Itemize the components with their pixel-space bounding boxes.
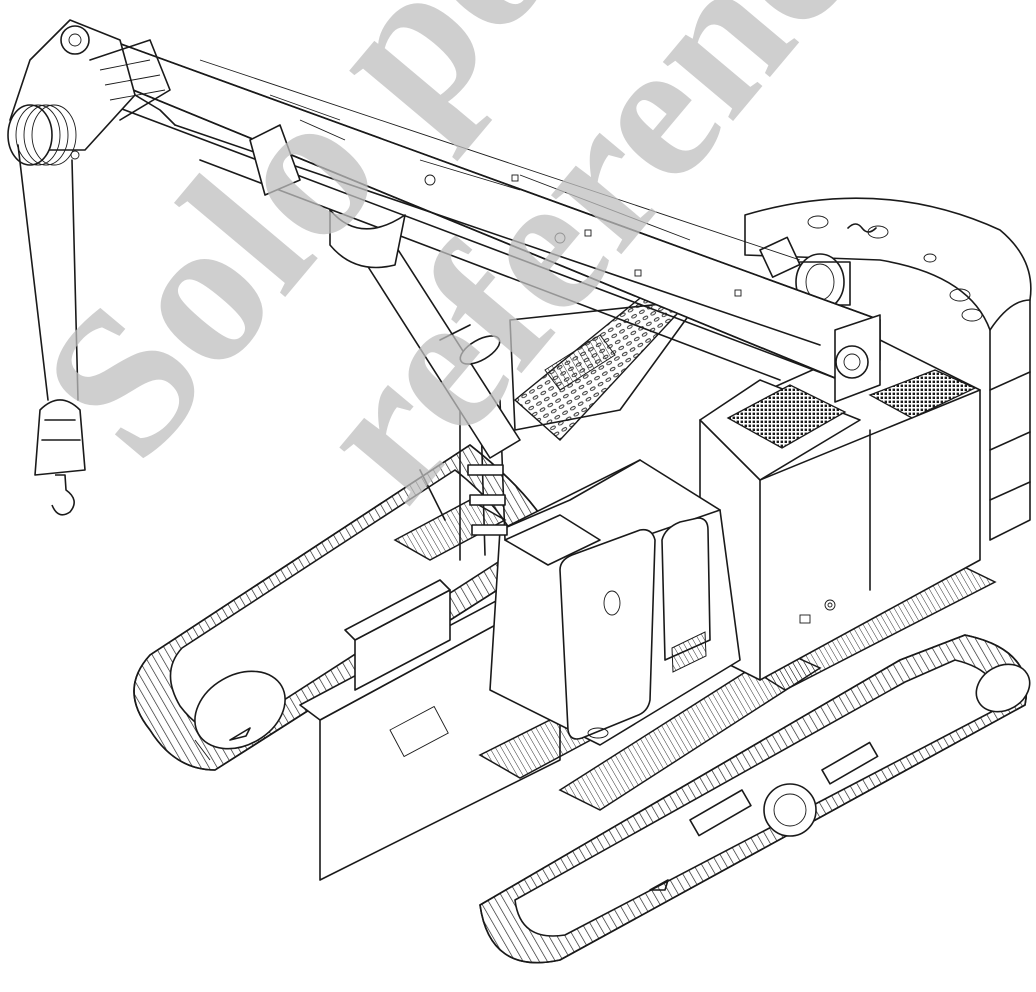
upper-structure bbox=[699, 339, 981, 681]
boom-base-housing bbox=[509, 289, 701, 441]
counterweight bbox=[744, 197, 1032, 541]
telescopic-boom bbox=[59, 39, 881, 403]
operator-cab bbox=[489, 459, 741, 746]
hoist-winch bbox=[759, 236, 851, 311]
hook-block bbox=[17, 144, 86, 516]
right-crawler-track bbox=[479, 634, 1031, 964]
